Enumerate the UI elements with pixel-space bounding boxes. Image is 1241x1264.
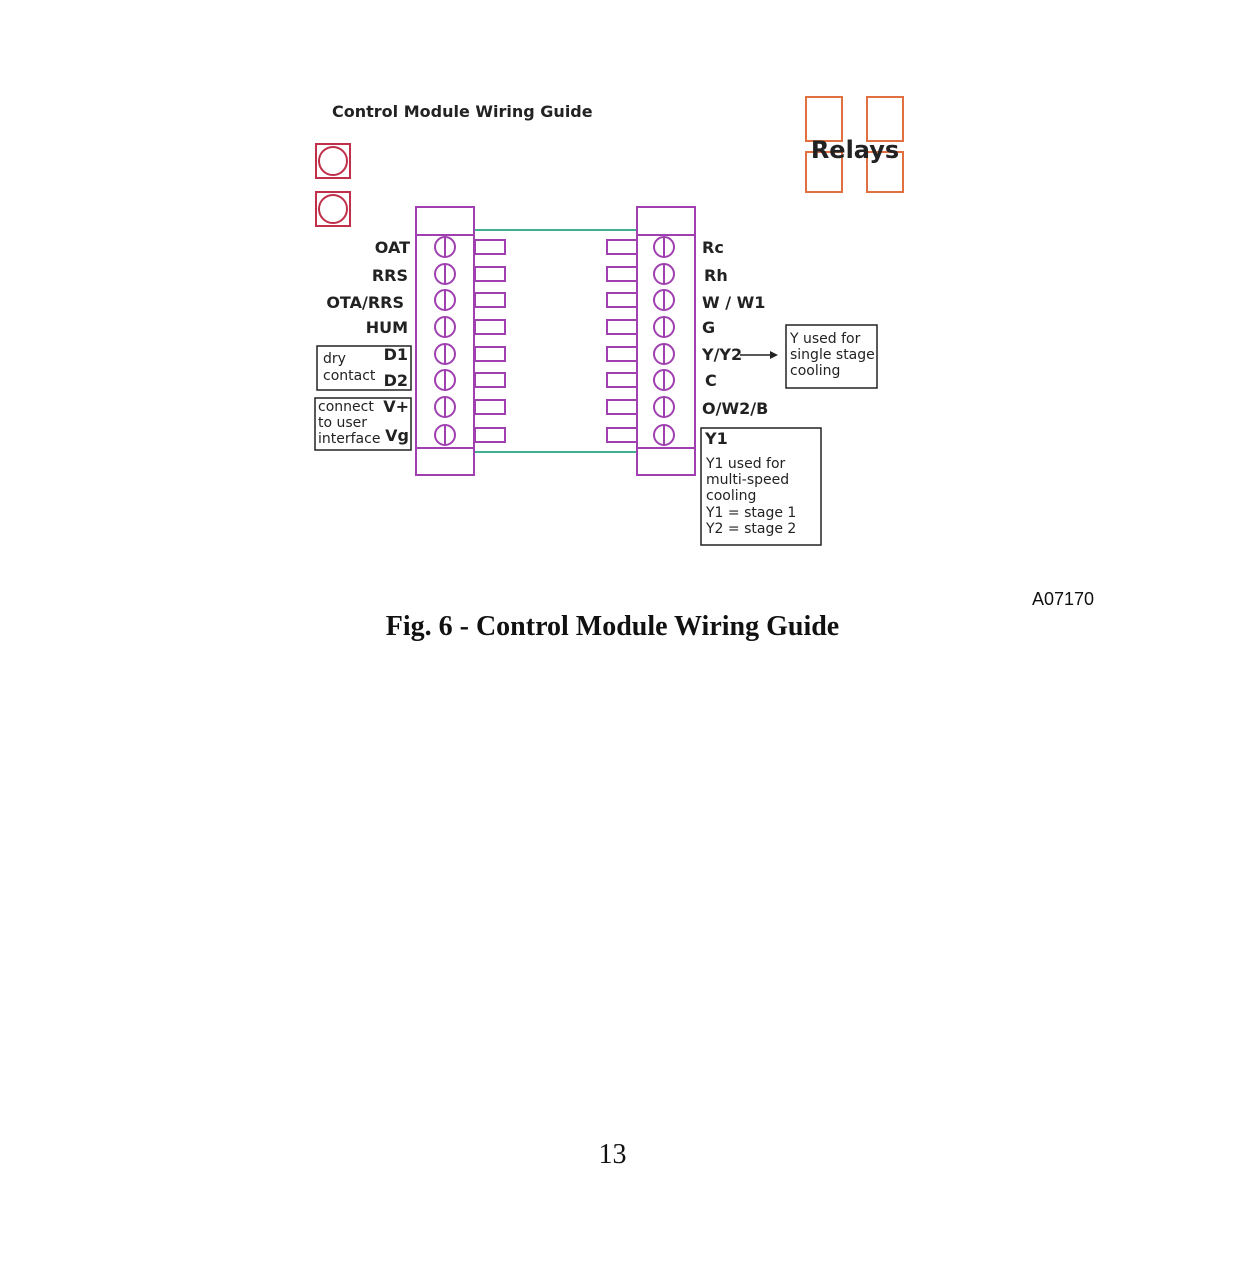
terminal-tab: [606, 266, 638, 282]
terminal-tab: [606, 292, 638, 308]
screw-terminal-icon: [434, 289, 456, 311]
terminal-label-ota-rrs: OTA/RRS: [326, 293, 404, 312]
terminal-label-vg: Vg: [385, 426, 409, 445]
screw-terminal-icon: [434, 236, 456, 258]
led-1-icon: [315, 143, 351, 179]
terminal-label-rc: Rc: [702, 238, 724, 257]
figure-caption: Fig. 6 - Control Module Wiring Guide: [385, 611, 840, 642]
terminal-label-w-w1: W / W1: [702, 293, 765, 312]
screw-terminal-icon: [434, 424, 456, 446]
figure-ref-code: A07170: [1032, 589, 1095, 609]
y1-note-line-5: Y2 = stage 2: [705, 521, 796, 537]
user-interface-line-2: to user: [318, 415, 367, 431]
y-note-line-2: single stage: [790, 347, 875, 363]
terminal-tab: [606, 319, 638, 335]
y1-note-line-3: cooling: [706, 488, 756, 504]
screw-terminal-icon: [653, 343, 675, 365]
diagram-title: Control Module Wiring Guide: [332, 102, 593, 121]
terminal-label-rrs: RRS: [372, 266, 408, 285]
arrow-right-icon: [740, 351, 778, 359]
y-note-line-1: Y used for: [789, 331, 861, 347]
terminal-label-o-w2-b: O/W2/B: [702, 399, 768, 418]
user-interface-box: [314, 397, 412, 451]
screw-terminal-icon: [434, 369, 456, 391]
wiring-diagram: Control Module Wiring Guide Relays OAT R…: [314, 96, 904, 546]
terminal-label-hum: HUM: [366, 318, 408, 337]
led-indicators: [315, 143, 351, 227]
y1-note-box: [700, 427, 822, 546]
screw-terminal-icon: [653, 424, 675, 446]
terminal-tab: [474, 427, 506, 443]
terminal-label-d2: D2: [384, 371, 408, 390]
terminal-tab: [474, 372, 506, 388]
screw-terminal-icon: [434, 263, 456, 285]
terminal-label-vplus: V+: [383, 397, 409, 416]
page-number: 13: [598, 1139, 627, 1170]
terminal-tab: [606, 427, 638, 443]
screw-terminal-icon: [653, 369, 675, 391]
screw-terminal-icon: [434, 316, 456, 338]
led-2-icon: [315, 191, 351, 227]
y1-note-line-1: Y1 used for: [705, 456, 786, 472]
dry-contact-line-2: contact: [323, 368, 376, 384]
relays-icon: [805, 96, 904, 193]
y-note-box: [785, 324, 878, 389]
left-screw-terminals: [434, 236, 506, 446]
terminal-tab: [606, 372, 638, 388]
terminal-label-oat: OAT: [375, 238, 410, 257]
dry-contact-box: [316, 345, 412, 391]
screw-terminal-icon: [653, 289, 675, 311]
left-terminal-block: [415, 206, 475, 476]
terminal-label-d1: D1: [384, 345, 408, 364]
screw-terminal-icon: [434, 343, 456, 365]
y1-note-line-4: Y1 = stage 1: [705, 505, 796, 521]
user-interface-line-3: interface: [318, 431, 380, 447]
terminal-tab: [474, 399, 506, 415]
terminal-tab: [606, 346, 638, 362]
terminal-label-rh: Rh: [704, 266, 728, 285]
terminal-tab: [474, 346, 506, 362]
y1-note-line-2: multi-speed: [706, 472, 789, 488]
user-interface-line-1: connect: [318, 399, 374, 415]
screw-terminal-icon: [653, 236, 675, 258]
terminal-tab: [606, 399, 638, 415]
right-terminal-block: [636, 206, 696, 476]
terminal-label-c: C: [705, 371, 717, 390]
terminal-tab: [606, 239, 638, 255]
screw-terminal-icon: [653, 263, 675, 285]
dry-contact-line-1: dry: [323, 351, 346, 367]
screw-terminal-icon: [653, 316, 675, 338]
screw-terminal-icon: [653, 396, 675, 418]
terminal-label-g: G: [702, 318, 715, 337]
terminal-tab: [474, 239, 506, 255]
terminal-tab: [474, 266, 506, 282]
screw-terminal-icon: [434, 396, 456, 418]
relays-label: Relays: [811, 136, 899, 164]
terminal-tab: [474, 319, 506, 335]
y-note-line-3: cooling: [790, 363, 840, 379]
right-screw-terminals: [606, 236, 675, 446]
terminal-label-y-y2: Y/Y2: [701, 345, 742, 364]
terminal-label-y1: Y1: [704, 429, 728, 448]
terminal-tab: [474, 292, 506, 308]
